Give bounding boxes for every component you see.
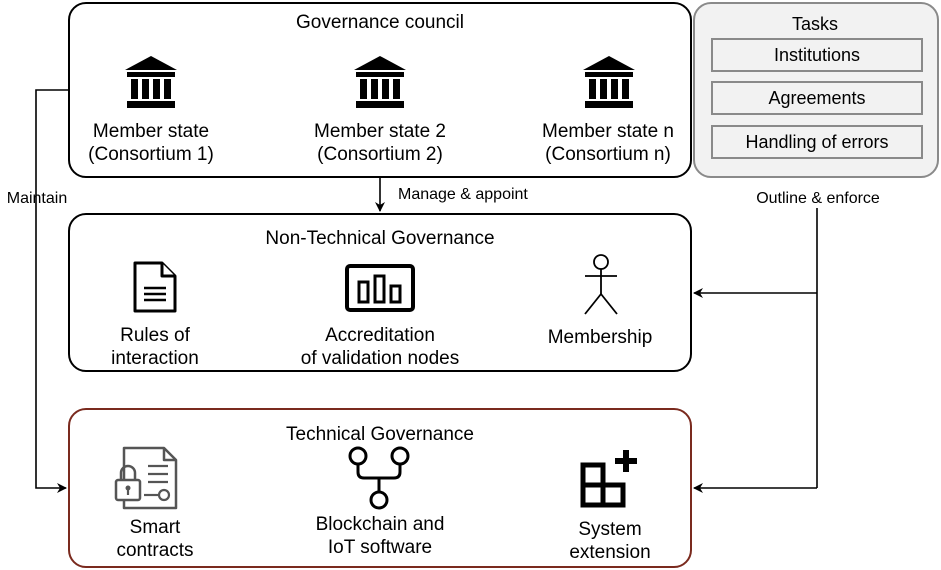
- member-state-1-line1: Member state: [92, 121, 210, 142]
- member-state-2-line2: (Consortium 2): [317, 143, 443, 165]
- manage-appoint-label: Manage & appoint: [398, 186, 528, 203]
- member-state-2-label: Member state 2 (Consortium 2): [295, 121, 465, 167]
- task-agreements: Agreements: [711, 81, 923, 115]
- blockchain-line1: Blockchain and: [315, 514, 445, 535]
- person-icon: [584, 254, 618, 315]
- task-handling-of-errors: Handling of errors: [711, 125, 923, 159]
- rules-line1: Rules of: [120, 325, 190, 346]
- task-institutions: Institutions: [711, 38, 923, 72]
- accreditation-line2: of validation nodes: [300, 347, 460, 369]
- system-extension-line2: extension: [569, 541, 651, 563]
- outline-enforce-label: Outline & enforce: [756, 190, 880, 207]
- rules-line2: interaction: [111, 347, 199, 369]
- nontech-title: Non-Technical Governance: [265, 228, 495, 249]
- member-state-n-line2: (Consortium n): [545, 143, 671, 165]
- member-state-2-line1: Member state 2: [314, 121, 446, 142]
- add-module-icon: [580, 450, 637, 508]
- accreditation-line1: Accreditation: [325, 325, 435, 346]
- document-icon: [133, 261, 177, 313]
- git-branch-icon: [348, 446, 410, 510]
- member-state-1-line2: (Consortium 1): [88, 143, 214, 165]
- tasks-title: Tasks: [791, 14, 838, 34]
- maintain-arrow: [35, 89, 68, 493]
- bank-icon: [354, 56, 406, 108]
- blockchain-line2: IoT software: [327, 536, 433, 558]
- tech-title: Technical Governance: [286, 424, 474, 445]
- membership-label: Membership: [547, 327, 653, 348]
- bank-icon: [583, 56, 635, 108]
- contract-lock-icon: [114, 446, 178, 510]
- rules-of-interaction-label: Rules of interaction: [90, 325, 220, 371]
- maintain-label: Maintain: [6, 190, 68, 207]
- member-state-n-label: Member state n (Consortium n): [526, 121, 690, 167]
- bank-icon: [125, 56, 177, 108]
- system-extension-line1: System: [578, 519, 642, 540]
- member-state-1-label: Member state (Consortium 1): [70, 121, 232, 167]
- system-extension-label: System extension: [545, 519, 675, 565]
- governance-council-box: [68, 2, 692, 178]
- smart-contracts-label: Smart contracts: [90, 517, 220, 563]
- blockchain-iot-label: Blockchain and IoT software: [290, 514, 470, 560]
- council-title: Governance council: [296, 12, 464, 33]
- member-state-n-line1: Member state n: [542, 121, 674, 142]
- smart-contracts-line2: contracts: [116, 539, 194, 561]
- accreditation-label: Accreditation of validation nodes: [282, 325, 478, 371]
- bar-chart-icon: [345, 264, 415, 312]
- smart-contracts-line1: Smart: [129, 517, 181, 538]
